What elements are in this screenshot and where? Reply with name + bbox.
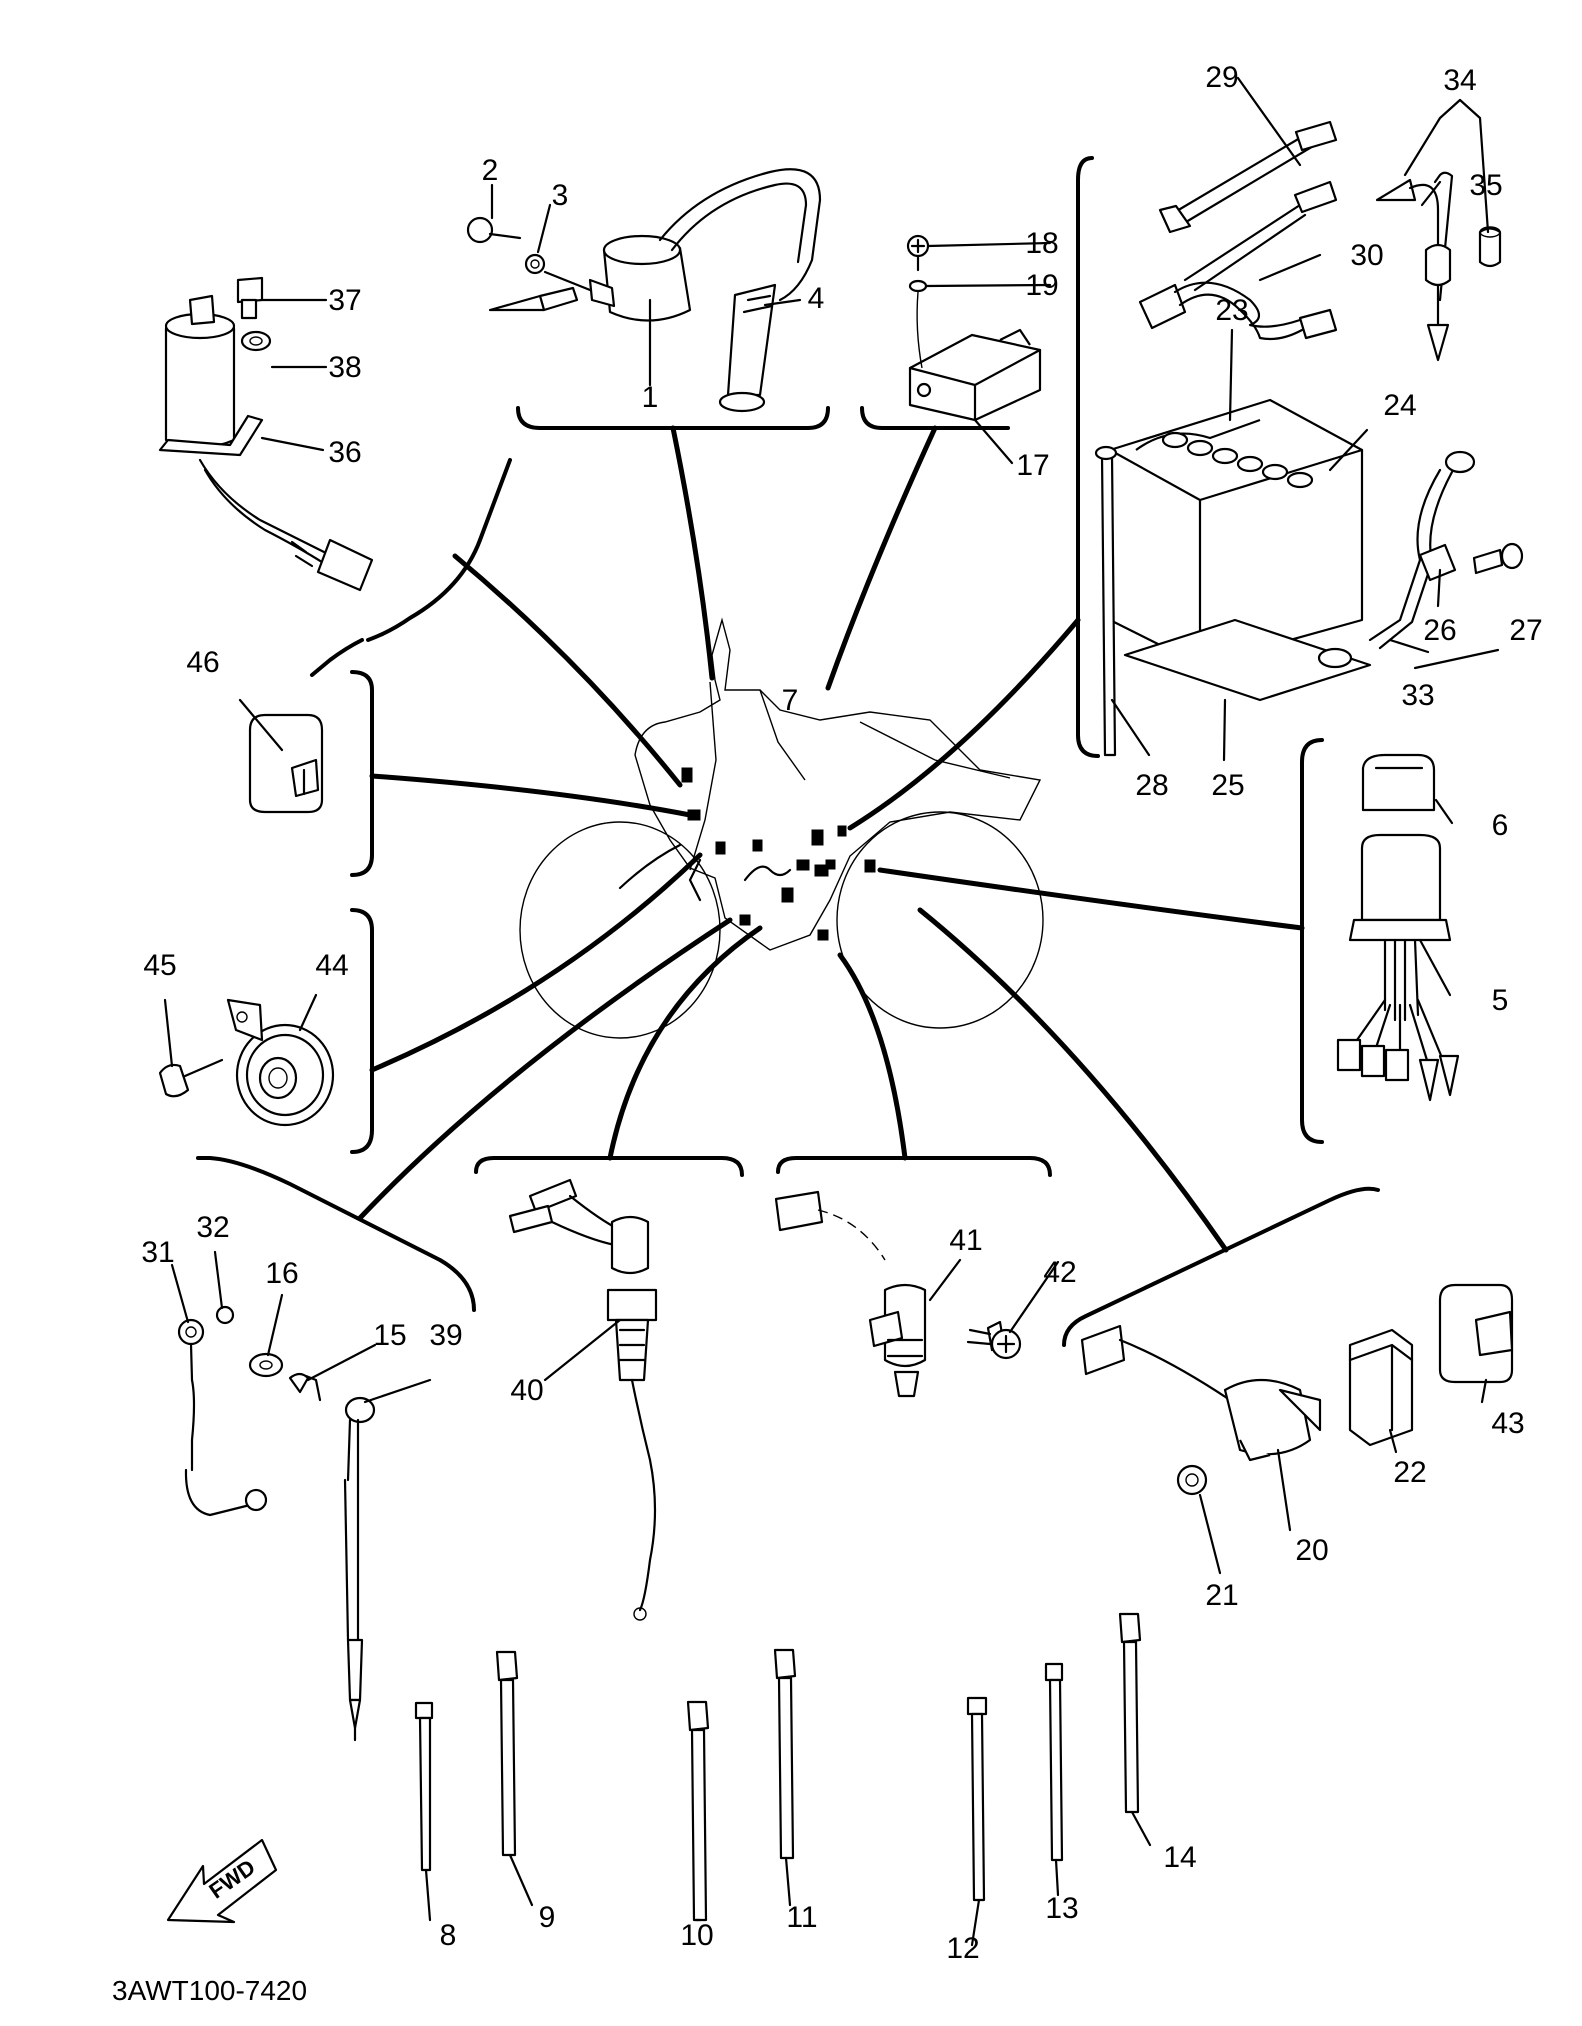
rectifier-regulator bbox=[906, 234, 1042, 422]
callout-2: 2 bbox=[482, 154, 499, 187]
group-brackets bbox=[196, 156, 1380, 1347]
callout-12: 12 bbox=[946, 1932, 979, 1965]
forward-direction-arrow: FWD bbox=[166, 1838, 278, 1924]
callout-5: 5 bbox=[1492, 984, 1509, 1017]
diagram-code: 3AWT100-7420 bbox=[112, 1975, 307, 2006]
flasher-relay bbox=[248, 713, 324, 814]
callout-30: 30 bbox=[1350, 239, 1383, 272]
callout-numbers: 1 2 3 4 5 6 7 8 9 10 11 12 13 14 15 16 1… bbox=[141, 61, 1542, 1965]
callout-45: 45 bbox=[143, 949, 176, 982]
callout-11: 11 bbox=[786, 1901, 817, 1934]
callout-35: 35 bbox=[1469, 169, 1502, 202]
callout-38: 38 bbox=[328, 351, 361, 384]
callout-15: 15 bbox=[373, 1319, 406, 1352]
main-switch bbox=[158, 276, 374, 592]
callout-20: 20 bbox=[1295, 1534, 1328, 1567]
callout-36: 36 bbox=[328, 436, 361, 469]
callout-14: 14 bbox=[1163, 1841, 1196, 1874]
callout-4: 4 bbox=[808, 282, 825, 315]
motorcycle-outline bbox=[519, 617, 1044, 1039]
callout-32: 32 bbox=[196, 1211, 229, 1244]
battery-group bbox=[1094, 120, 1524, 757]
callout-10: 10 bbox=[680, 1919, 713, 1952]
ignition-coil bbox=[466, 168, 822, 413]
callout-leaders bbox=[163, 76, 1500, 1947]
callout-31: 31 bbox=[141, 1236, 174, 1269]
rear-brake-switch bbox=[774, 1190, 1022, 1398]
callout-41: 41 bbox=[949, 1224, 982, 1257]
callout-18: 18 bbox=[1025, 227, 1058, 260]
callout-44: 44 bbox=[315, 949, 348, 982]
callout-8: 8 bbox=[440, 1919, 457, 1952]
callout-25: 25 bbox=[1211, 769, 1244, 802]
callout-3: 3 bbox=[552, 179, 569, 212]
callout-1: 1 bbox=[642, 381, 659, 414]
callout-24: 24 bbox=[1383, 389, 1416, 422]
callout-37: 37 bbox=[328, 284, 361, 317]
callout-6: 6 bbox=[1492, 809, 1509, 842]
starter-relay bbox=[1336, 753, 1460, 1102]
neutral-switch bbox=[508, 1178, 658, 1621]
leader-lines bbox=[357, 425, 1305, 1253]
callout-13: 13 bbox=[1045, 1892, 1078, 1925]
callout-29: 29 bbox=[1205, 61, 1238, 94]
callout-40: 40 bbox=[510, 1374, 543, 1407]
callout-23: 23 bbox=[1215, 294, 1248, 327]
callout-9: 9 bbox=[539, 1901, 556, 1934]
callout-21: 21 bbox=[1205, 1579, 1238, 1612]
callout-28: 28 bbox=[1135, 769, 1168, 802]
callout-17: 17 bbox=[1016, 449, 1049, 482]
earth-lead-and-sensor bbox=[177, 1305, 376, 1742]
callout-39: 39 bbox=[429, 1319, 462, 1352]
callout-19: 19 bbox=[1025, 269, 1058, 302]
callout-43: 43 bbox=[1491, 1407, 1524, 1440]
callout-46: 46 bbox=[186, 646, 219, 679]
callout-16: 16 bbox=[265, 1257, 298, 1290]
cable-ties bbox=[414, 1612, 1142, 1922]
horn bbox=[158, 998, 335, 1127]
callout-34: 34 bbox=[1443, 64, 1476, 97]
fuse-and-relay bbox=[1080, 1283, 1514, 1496]
callout-26: 26 bbox=[1423, 614, 1456, 647]
callout-7: 7 bbox=[782, 684, 799, 717]
callout-33: 33 bbox=[1401, 679, 1434, 712]
callout-42: 42 bbox=[1043, 1256, 1076, 1289]
callout-22: 22 bbox=[1393, 1456, 1426, 1489]
callout-27: 27 bbox=[1509, 614, 1542, 647]
